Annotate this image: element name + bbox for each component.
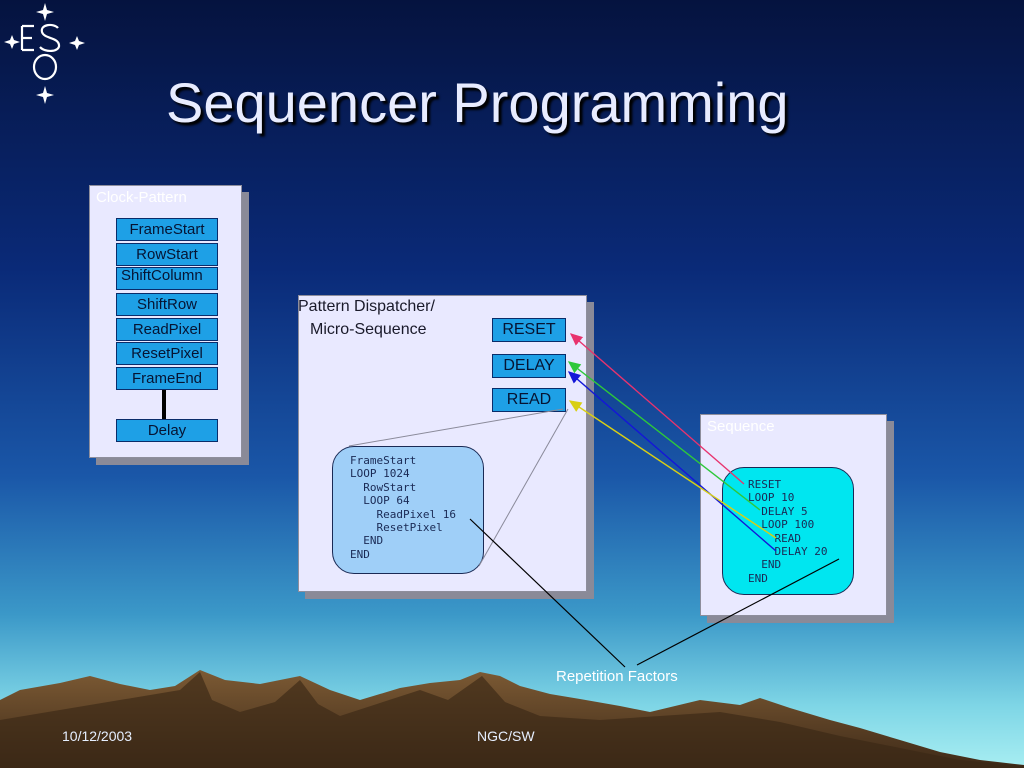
clock-pattern-label: Clock-Pattern (96, 189, 187, 206)
sequence-label: Sequence (707, 418, 775, 435)
micro-sequence-code: FrameStart LOOP 1024 RowStart LOOP 64 Re… (350, 454, 456, 561)
clock-item-readpixel: ReadPixel (116, 318, 218, 341)
sequence-code: RESET LOOP 10 DELAY 5 LOOP 100 READ DELA… (748, 478, 828, 585)
micro-sequence-code-box: FrameStart LOOP 1024 RowStart LOOP 64 Re… (332, 446, 484, 574)
sequence-code-box: RESET LOOP 10 DELAY 5 LOOP 100 READ DELA… (722, 467, 854, 595)
dispatcher-delay-button[interactable]: DELAY (492, 354, 566, 378)
clock-item-frameend: FrameEnd (116, 367, 218, 390)
arrow-delay-blue (567, 371, 777, 552)
footer-center: NGC/SW (477, 728, 535, 744)
arrow-delay-green (567, 361, 761, 511)
dispatcher-read-button[interactable]: READ (492, 388, 566, 412)
mountain-shadow (0, 672, 1024, 768)
repetition-factors-label: Repetition Factors (556, 668, 678, 685)
rep-factor-line-left (469, 518, 626, 668)
clock-connector-bar (162, 390, 166, 419)
clock-item-resetpixel: ResetPixel (116, 342, 218, 365)
clock-item-framestart: FrameStart (116, 218, 218, 241)
arrow-reset (569, 333, 745, 485)
dispatcher-label-line2: Micro-Sequence (310, 321, 427, 338)
clock-item-delay: Delay (116, 419, 218, 442)
dispatcher-label-line1: Pattern Dispatcher/ (298, 298, 435, 315)
clock-item-shiftrow: ShiftRow (116, 293, 218, 316)
clock-item-shiftcolumn: ShiftColumn (116, 267, 218, 290)
read-to-code-line-right (478, 408, 569, 567)
arrow-read (568, 400, 777, 539)
clock-item-rowstart: RowStart (116, 243, 218, 266)
slide-title: Sequencer Programming (166, 71, 789, 134)
rep-factor-line-right (636, 558, 840, 666)
read-to-code-line-left (348, 408, 564, 447)
eso-logo-icon (4, 3, 85, 104)
footer-date: 10/12/2003 (62, 728, 133, 744)
dispatcher-reset-button[interactable]: RESET (492, 318, 566, 342)
